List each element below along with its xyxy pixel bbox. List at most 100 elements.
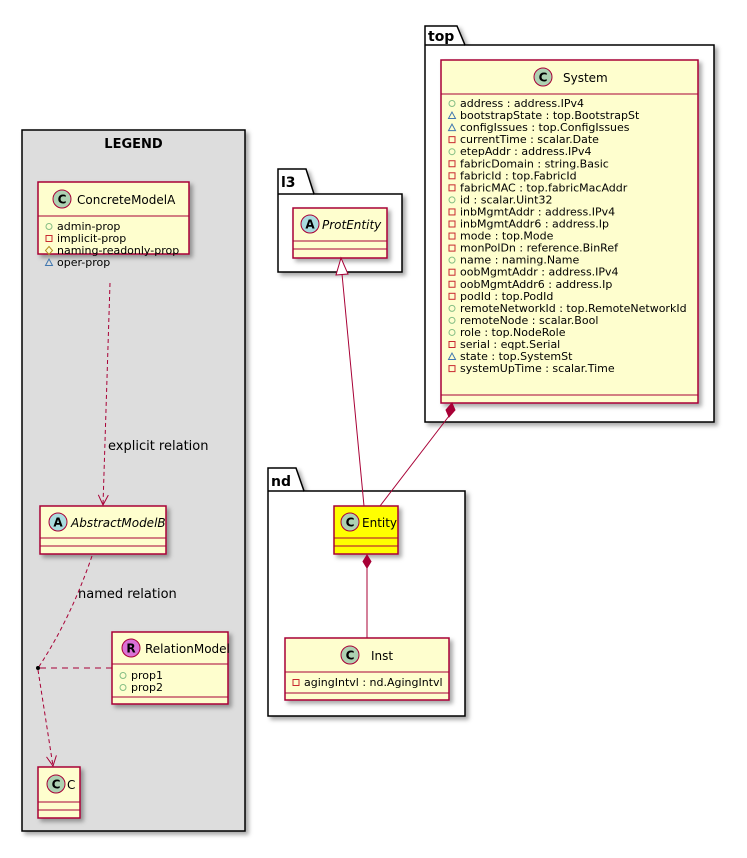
named-relation-label: named relation: [78, 587, 177, 602]
attribute-row: agingIntvl : nd.AgingIntvl: [304, 676, 443, 689]
legend-title: LEGEND: [104, 137, 163, 152]
explicit-relation-label: explicit relation: [108, 439, 208, 454]
attribute-row: naming-readonly-prop: [57, 244, 179, 257]
association-point: [36, 666, 40, 670]
visibility-private-icon: [448, 160, 456, 168]
prot-entity-class[interactable]: A ProtEntity: [292, 207, 388, 259]
attribute-row: mode : top.Mode: [460, 230, 554, 243]
named-relation-edge: [37, 555, 93, 669]
inst-attrs: agingIntvl : nd.AgingIntvl: [292, 676, 443, 689]
attribute-row: fabricId : top.FabricId: [460, 169, 577, 182]
attribute-row: implicit-prop: [57, 232, 126, 245]
attribute-row: fabricMAC : top.fabricMacAddr: [460, 181, 628, 194]
abstract-a-icon: [300, 214, 320, 234]
visibility-private-icon: [448, 172, 456, 180]
attribute-row: bootstrapState : top.BootstrapSt: [460, 109, 640, 122]
abstract-model-b-class[interactable]: A AbstractModelB: [39, 505, 167, 555]
svg-text:A: A: [53, 516, 63, 530]
visibility-public-icon: [45, 223, 53, 230]
concrete-model-a-name: ConcreteModelA: [77, 193, 176, 207]
class-c-icon: [52, 189, 72, 209]
explicit-relation-edge: [103, 282, 111, 505]
package-l3-label: l3: [281, 175, 296, 191]
system-entity-composition-edge: [379, 415, 450, 507]
attribute-row: prop1: [131, 669, 163, 682]
class-c-icon: [46, 774, 66, 794]
class-c-icon: [340, 512, 360, 532]
svg-text:C: C: [539, 71, 548, 85]
class-c-icon: [533, 67, 553, 87]
entity-class-name: Entity: [362, 516, 397, 530]
class-c-icon: [340, 645, 360, 665]
inheritance-triangle-icon: [335, 256, 349, 276]
visibility-package-icon: [447, 351, 457, 361]
visibility-private-icon: [448, 292, 456, 300]
visibility-private-icon: [45, 235, 53, 242]
attribute-row: oobMgmtAddr6 : address.Ip: [460, 278, 612, 291]
attribute-row: inbMgmtAddr : address.IPv4: [460, 205, 615, 218]
inst-class[interactable]: C Inst agingIntvl : nd.AgingIntvl: [284, 637, 450, 701]
visibility-public-icon: [448, 328, 456, 336]
composition-diamond-icon: [362, 554, 372, 569]
visibility-private-icon: [292, 679, 300, 686]
visibility-private-icon: [448, 280, 456, 288]
concrete-model-a-attrs: admin-propimplicit-propnaming-readonly-p…: [44, 220, 179, 269]
relation-to-c-edge: [37, 669, 53, 766]
attribute-row: oper-prop: [57, 256, 110, 269]
abstract-model-b-name: AbstractModelB: [70, 516, 166, 530]
visibility-private-icon: [448, 136, 456, 144]
visibility-public-icon: [448, 100, 456, 107]
attribute-row: inbMgmtAddr6 : address.Ip: [460, 218, 609, 231]
visibility-public-icon: [119, 672, 127, 679]
visibility-private-icon: [448, 208, 456, 216]
attribute-row: fabricDomain : string.Basic: [460, 157, 609, 170]
visibility-private-icon: [448, 220, 456, 228]
concrete-model-a-class[interactable]: C ConcreteModelA admin-propimplicit-prop…: [37, 181, 190, 269]
visibility-package-icon: [44, 257, 54, 266]
relation-r-icon: [121, 638, 141, 658]
visibility-private-icon: [448, 341, 456, 348]
visibility-public-icon: [448, 196, 456, 204]
svg-text:C: C: [52, 778, 61, 792]
svg-text:R: R: [126, 642, 135, 656]
visibility-protected-icon: [44, 245, 54, 256]
system-class-name: System: [563, 71, 608, 85]
attribute-row: admin-prop: [57, 220, 120, 233]
generalization-edge: [341, 273, 365, 507]
composition-diamond-icon: [445, 402, 456, 418]
attribute-row: address : address.IPv4: [460, 97, 584, 110]
svg-text:C: C: [58, 193, 67, 207]
visibility-private-icon: [448, 244, 456, 252]
visibility-public-icon: [448, 148, 456, 156]
attribute-row: name : naming.Name: [460, 254, 580, 267]
attribute-row: remoteNetworkId : top.RemoteNetworkId: [460, 302, 687, 315]
visibility-private-icon: [448, 232, 456, 240]
visibility-public-icon: [119, 684, 127, 691]
c-class[interactable]: C C: [37, 766, 81, 819]
package-nd-label: nd: [271, 474, 291, 490]
attribute-row: configIssues : top.ConfigIssues: [460, 121, 630, 134]
attribute-row: remoteNode : scalar.Bool: [460, 314, 598, 327]
visibility-public-icon: [448, 256, 456, 264]
attribute-row: systemUpTime : scalar.Time: [460, 362, 615, 375]
visibility-private-icon: [448, 365, 456, 373]
svg-text:C: C: [346, 649, 355, 663]
relation-model-name: RelationModel: [145, 642, 230, 656]
visibility-public-icon: [448, 304, 456, 312]
attribute-row: etepAddr : address.IPv4: [460, 145, 591, 158]
abstract-a-icon: [48, 512, 68, 532]
attribute-row: id : scalar.Uint32: [460, 193, 552, 206]
attribute-row: oobMgmtAddr : address.IPv4: [460, 266, 619, 279]
visibility-private-icon: [448, 184, 456, 192]
visibility-package-icon: [447, 123, 457, 132]
entity-class[interactable]: C Entity: [333, 505, 399, 555]
system-class[interactable]: C System address : address.IPv4bootstrap…: [440, 59, 699, 404]
attribute-row: prop2: [131, 681, 163, 694]
attribute-row: serial : eqpt.Serial: [460, 338, 560, 351]
svg-text:C: C: [346, 516, 355, 530]
attribute-row: currentTime : scalar.Date: [460, 133, 599, 146]
c-class-name: C: [67, 778, 75, 792]
